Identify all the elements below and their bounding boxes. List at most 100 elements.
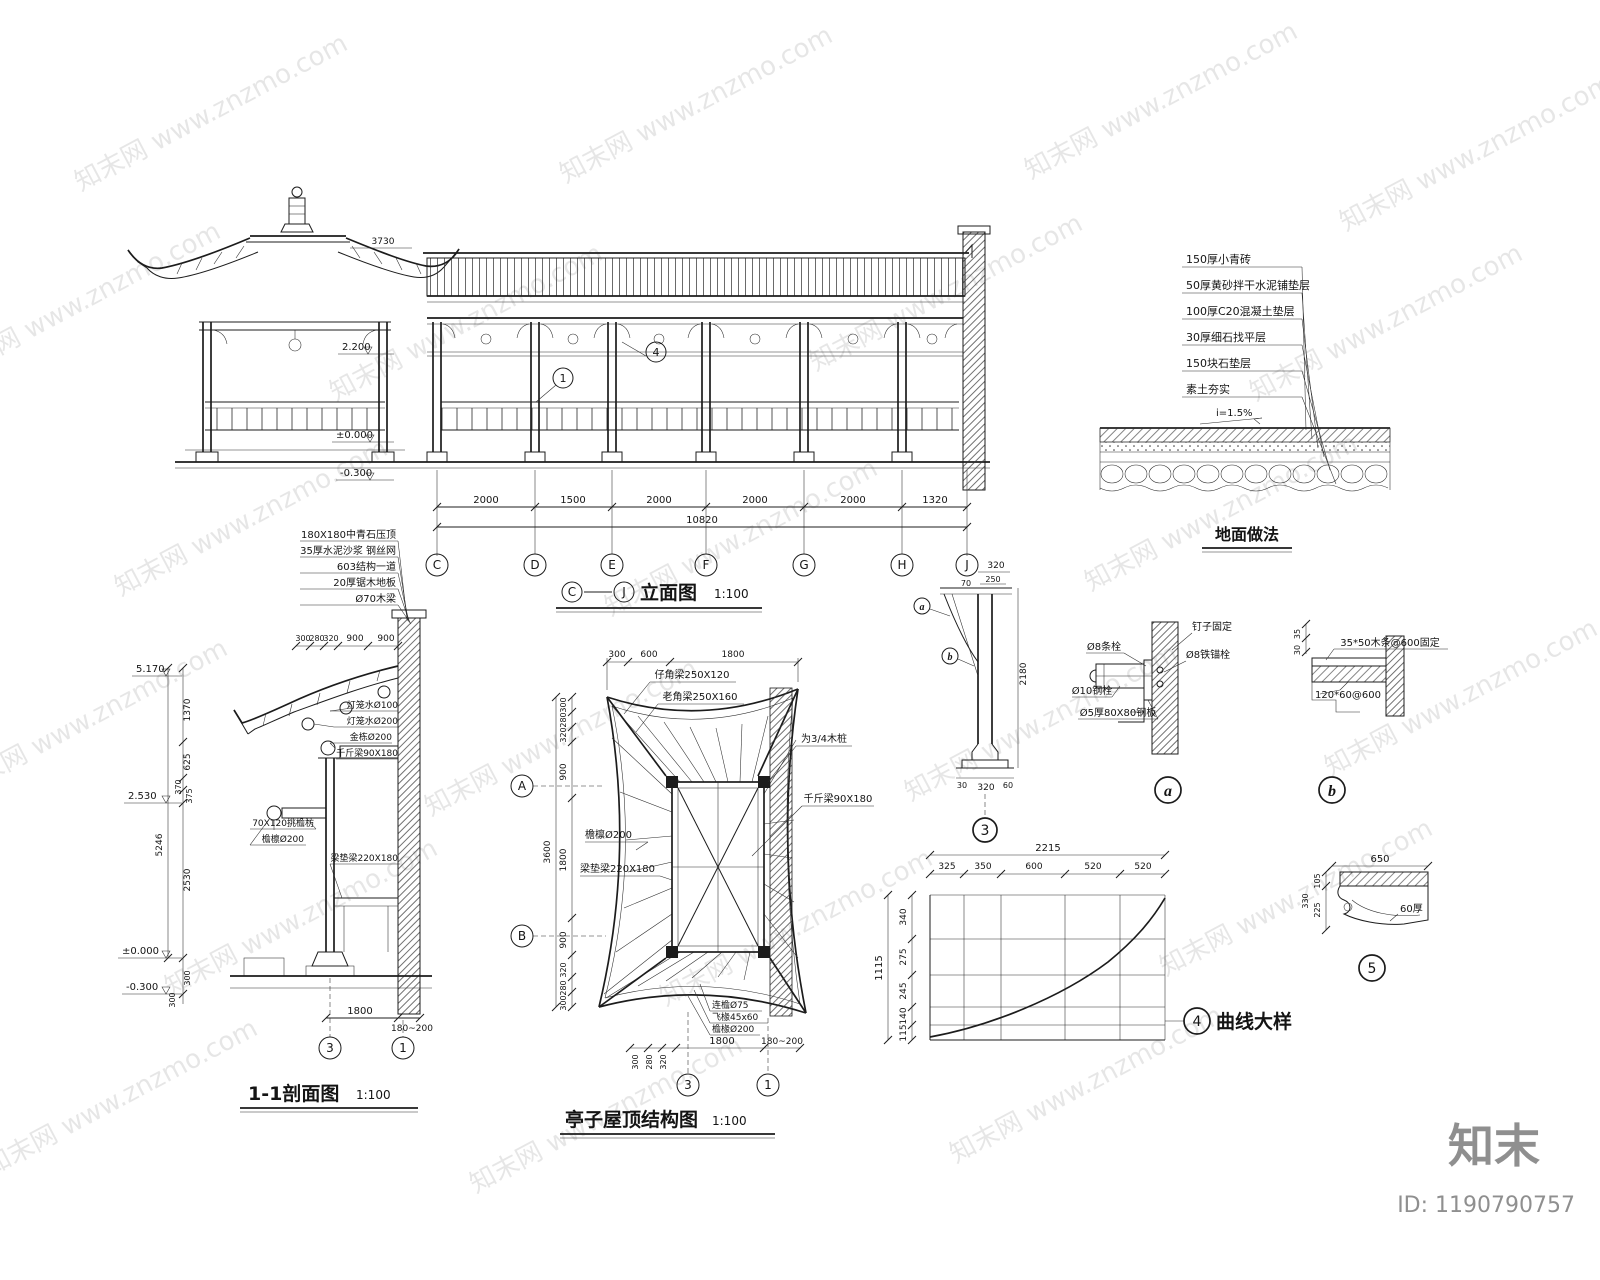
dim-label: 2000 [742, 495, 767, 506]
watermark-text: 知末网 www.znzmo.com [1335, 68, 1600, 237]
layer-label: 50厚黄砂拌干水泥铺垫层 [1186, 278, 1310, 292]
layer-label: 150厚小青砖 [1186, 252, 1251, 266]
leader-label: 35厚水泥沙浆 钢丝网 [300, 544, 396, 557]
dim-label: 2000 [646, 495, 671, 506]
leader-label: Ø70木梁 [355, 592, 396, 605]
dim-label: 2180 [1019, 662, 1029, 685]
leader-label: 老角梁250X160 [662, 690, 737, 703]
dim-label: 5246 [155, 833, 165, 856]
watermark-text: 知末网 www.znzmo.com [1245, 238, 1528, 407]
elevation-title: C J 立面图 1:100 [556, 581, 762, 613]
dim-label: 900 [559, 931, 569, 948]
image-id: ID: 1190790757 [1397, 1193, 1575, 1218]
pavilion-finial [280, 186, 314, 233]
leader-label: 檐椽Ø200 [712, 1023, 755, 1035]
leader-label: Ø8铁锚栓 [1186, 648, 1230, 661]
leader-label: 飞椽45x60 [712, 1011, 759, 1023]
dim-label: 280 [559, 980, 568, 995]
dim-label: 300 [168, 992, 177, 1007]
connection-detail-a: 钉子固定 Ø8条栓 Ø8铁锚栓 Ø10钢栓 Ø5厚80X80钢板 a [1072, 620, 1232, 804]
level-label: -0.300 [340, 468, 372, 479]
detail-bubble-label: 5 [1368, 961, 1377, 977]
dim-label: 30 [1293, 645, 1302, 655]
dim-label: 320 [559, 962, 568, 977]
dim-label: 600 [640, 650, 657, 660]
detail-bubble-label: 4 [1193, 1014, 1202, 1030]
roof-plan-view: 300 600 1800 300 280 320 900 3600 1800 9… [510, 650, 874, 1139]
level-label: ±0.000 [336, 430, 373, 441]
dim-label: 60 [1003, 781, 1013, 790]
view-title: 亭子屋顶结构图 [565, 1108, 698, 1131]
dim-label: 1800 [559, 848, 569, 871]
dim-label: 1115 [874, 955, 885, 980]
leader-label: Ø10钢栓 [1072, 684, 1113, 697]
dim-label: 625 [183, 753, 193, 770]
view-title: J [621, 585, 626, 599]
dim-label: 300 [608, 650, 625, 660]
dim-label: 300 [559, 995, 568, 1010]
dim-label: 1800 [347, 1006, 372, 1017]
detail-bubble-label: 3 [981, 823, 990, 839]
leader-label: Ø8条栓 [1087, 640, 1121, 653]
dim-label: 650 [1370, 854, 1389, 865]
dim-label: 180~200 [761, 1037, 803, 1047]
leader-label: 千斤梁90X180 [336, 747, 398, 759]
watermark-text: 知末网 www.znzmo.com [655, 843, 938, 1012]
leader-label: 金栋Ø200 [350, 731, 393, 743]
dim-label: 370 [174, 779, 183, 794]
callout-label: 1 [560, 372, 567, 385]
layer-label: 100厚C20混凝土垫层 [1186, 304, 1295, 318]
dim-label: 275 [899, 948, 909, 965]
dim-label: 300 [631, 1054, 640, 1069]
leader-label: 70X120挑檐枋 [252, 817, 314, 829]
dim-label: 1320 [922, 495, 947, 506]
scale-label: 1:100 [712, 1114, 747, 1128]
watermark-text: 知末网 www.znzmo.com [0, 1013, 263, 1182]
leader-label: 180X180中青石压顶 [301, 528, 396, 541]
dim-label: 250 [985, 575, 1000, 584]
dim-label: 245 [899, 982, 909, 999]
dim-label: 280 [309, 634, 324, 643]
dim-label: 10820 [686, 515, 718, 526]
scale-label: 1:100 [356, 1088, 391, 1102]
leader-label: 梁垫梁220X180 [580, 862, 655, 875]
dim-label: 340 [899, 908, 909, 925]
view-title: 立面图 [640, 581, 697, 604]
callout-label: a [920, 602, 925, 613]
callout-circle-a [913, 597, 931, 615]
callout-label: 4 [653, 346, 660, 359]
leader-label: Ø5厚80X80钢板 [1080, 706, 1157, 719]
corridor-beams [199, 317, 963, 357]
dim-label: 3600 [543, 840, 553, 863]
elevation-dimensions: 2000 1500 2000 2000 2000 1320 10820 C D … [425, 470, 979, 577]
dim-label: 320 [977, 783, 994, 793]
dim-label: 180~200 [391, 1024, 433, 1034]
grid-bubble-label: F [703, 558, 710, 572]
leader-label: 檐檩Ø200 [585, 828, 632, 841]
dim-label: 520 [1134, 862, 1151, 872]
ground-construction-detail: 150厚小青砖 50厚黄砂拌干水泥铺垫层 100厚C20混凝土垫层 30厚细石找… [1099, 252, 1391, 553]
leader-label: 603结构一道 [337, 560, 396, 573]
leader-label: 仔角梁250X120 [654, 668, 729, 681]
dim-label: 35 [1293, 629, 1302, 639]
grid-bubble-label: B [518, 929, 526, 943]
watermark-text: 知末网 www.znzmo.com [555, 20, 838, 189]
leader-label: 60厚 [1400, 903, 1423, 915]
connection-detail-b: 35 30 35*50木条@600固定 120*60@600 b [1293, 619, 1448, 804]
dim-label: 320 [559, 727, 568, 742]
leader-label: 20厚锯木地板 [333, 576, 396, 589]
dim-label: 900 [346, 634, 363, 644]
grid-bubble-label: C [433, 558, 441, 572]
dim-label: 1370 [183, 698, 193, 721]
elevation-view: 3730 2.200 ±0.000 -0.300 4 1 2000 [127, 186, 991, 613]
dim-label: 2000 [473, 495, 498, 506]
watermark-text: 知末网 www.znzmo.com [70, 28, 353, 197]
leader-label: 梁垫梁220X180 [330, 852, 398, 864]
watermark-text: 知末网 www.znzmo.com [1155, 813, 1438, 982]
dim-label: 300 [559, 697, 568, 712]
dim-label: 280 [559, 712, 568, 727]
column-detail-3: a b 320 250 70 2180 30 320 60 3 [913, 561, 1029, 843]
grid-bubble-label: J [964, 558, 969, 572]
watermark-text: 知末网 www.znzmo.com [0, 216, 226, 385]
grid-bubble-label: 1 [764, 1078, 772, 1092]
